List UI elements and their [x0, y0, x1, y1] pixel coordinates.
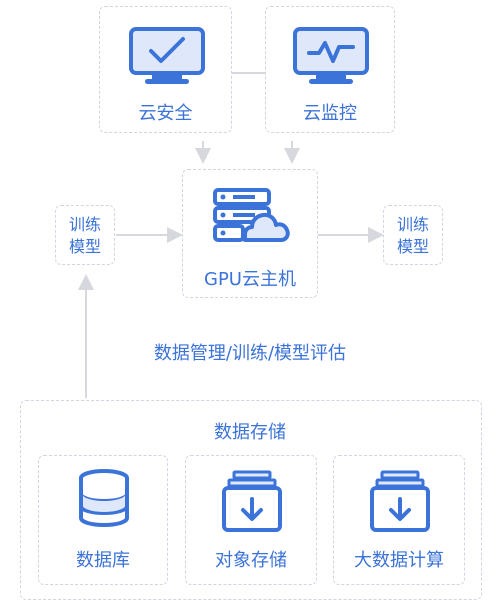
- monitor-check-icon: [129, 27, 205, 84]
- cloud-security-card: 云安全: [99, 6, 232, 133]
- object-storage-label: 对象存储: [215, 550, 287, 571]
- right-train-model-line1: 训练: [396, 215, 429, 234]
- database-icon: [79, 469, 129, 528]
- monitor-pulse-icon: [293, 27, 369, 84]
- object-storage-icon: [222, 470, 282, 532]
- left-train-model-box: 训练 模型: [55, 205, 115, 265]
- right-train-model-line2: 模型: [396, 237, 429, 256]
- database-card: 数据库: [38, 455, 168, 585]
- right-train-model-box: 训练 模型: [383, 205, 443, 265]
- gpu-cloud-host-card: GPU云主机: [182, 169, 318, 298]
- data-flow-text: 数据管理/训练/模型评估: [153, 343, 347, 364]
- database-label: 数据库: [76, 550, 130, 571]
- big-data-compute-label: 大数据计算: [354, 550, 444, 571]
- cloud-monitor-card: 云监控: [265, 6, 395, 133]
- left-train-model-line1: 训练: [68, 215, 101, 234]
- gpu-cloud-host-label: GPU云主机: [204, 269, 296, 290]
- object-storage-card: 对象存储: [185, 455, 317, 585]
- big-data-compute-icon: [370, 470, 430, 532]
- cloud-monitor-label: 云监控: [303, 103, 357, 124]
- data-storage-title: 数据存储: [214, 422, 286, 443]
- big-data-compute-card: 大数据计算: [333, 455, 465, 585]
- gpu-server-cloud-icon: [213, 188, 290, 242]
- cloud-security-label: 云安全: [138, 103, 193, 124]
- left-train-model-line2: 模型: [68, 237, 101, 256]
